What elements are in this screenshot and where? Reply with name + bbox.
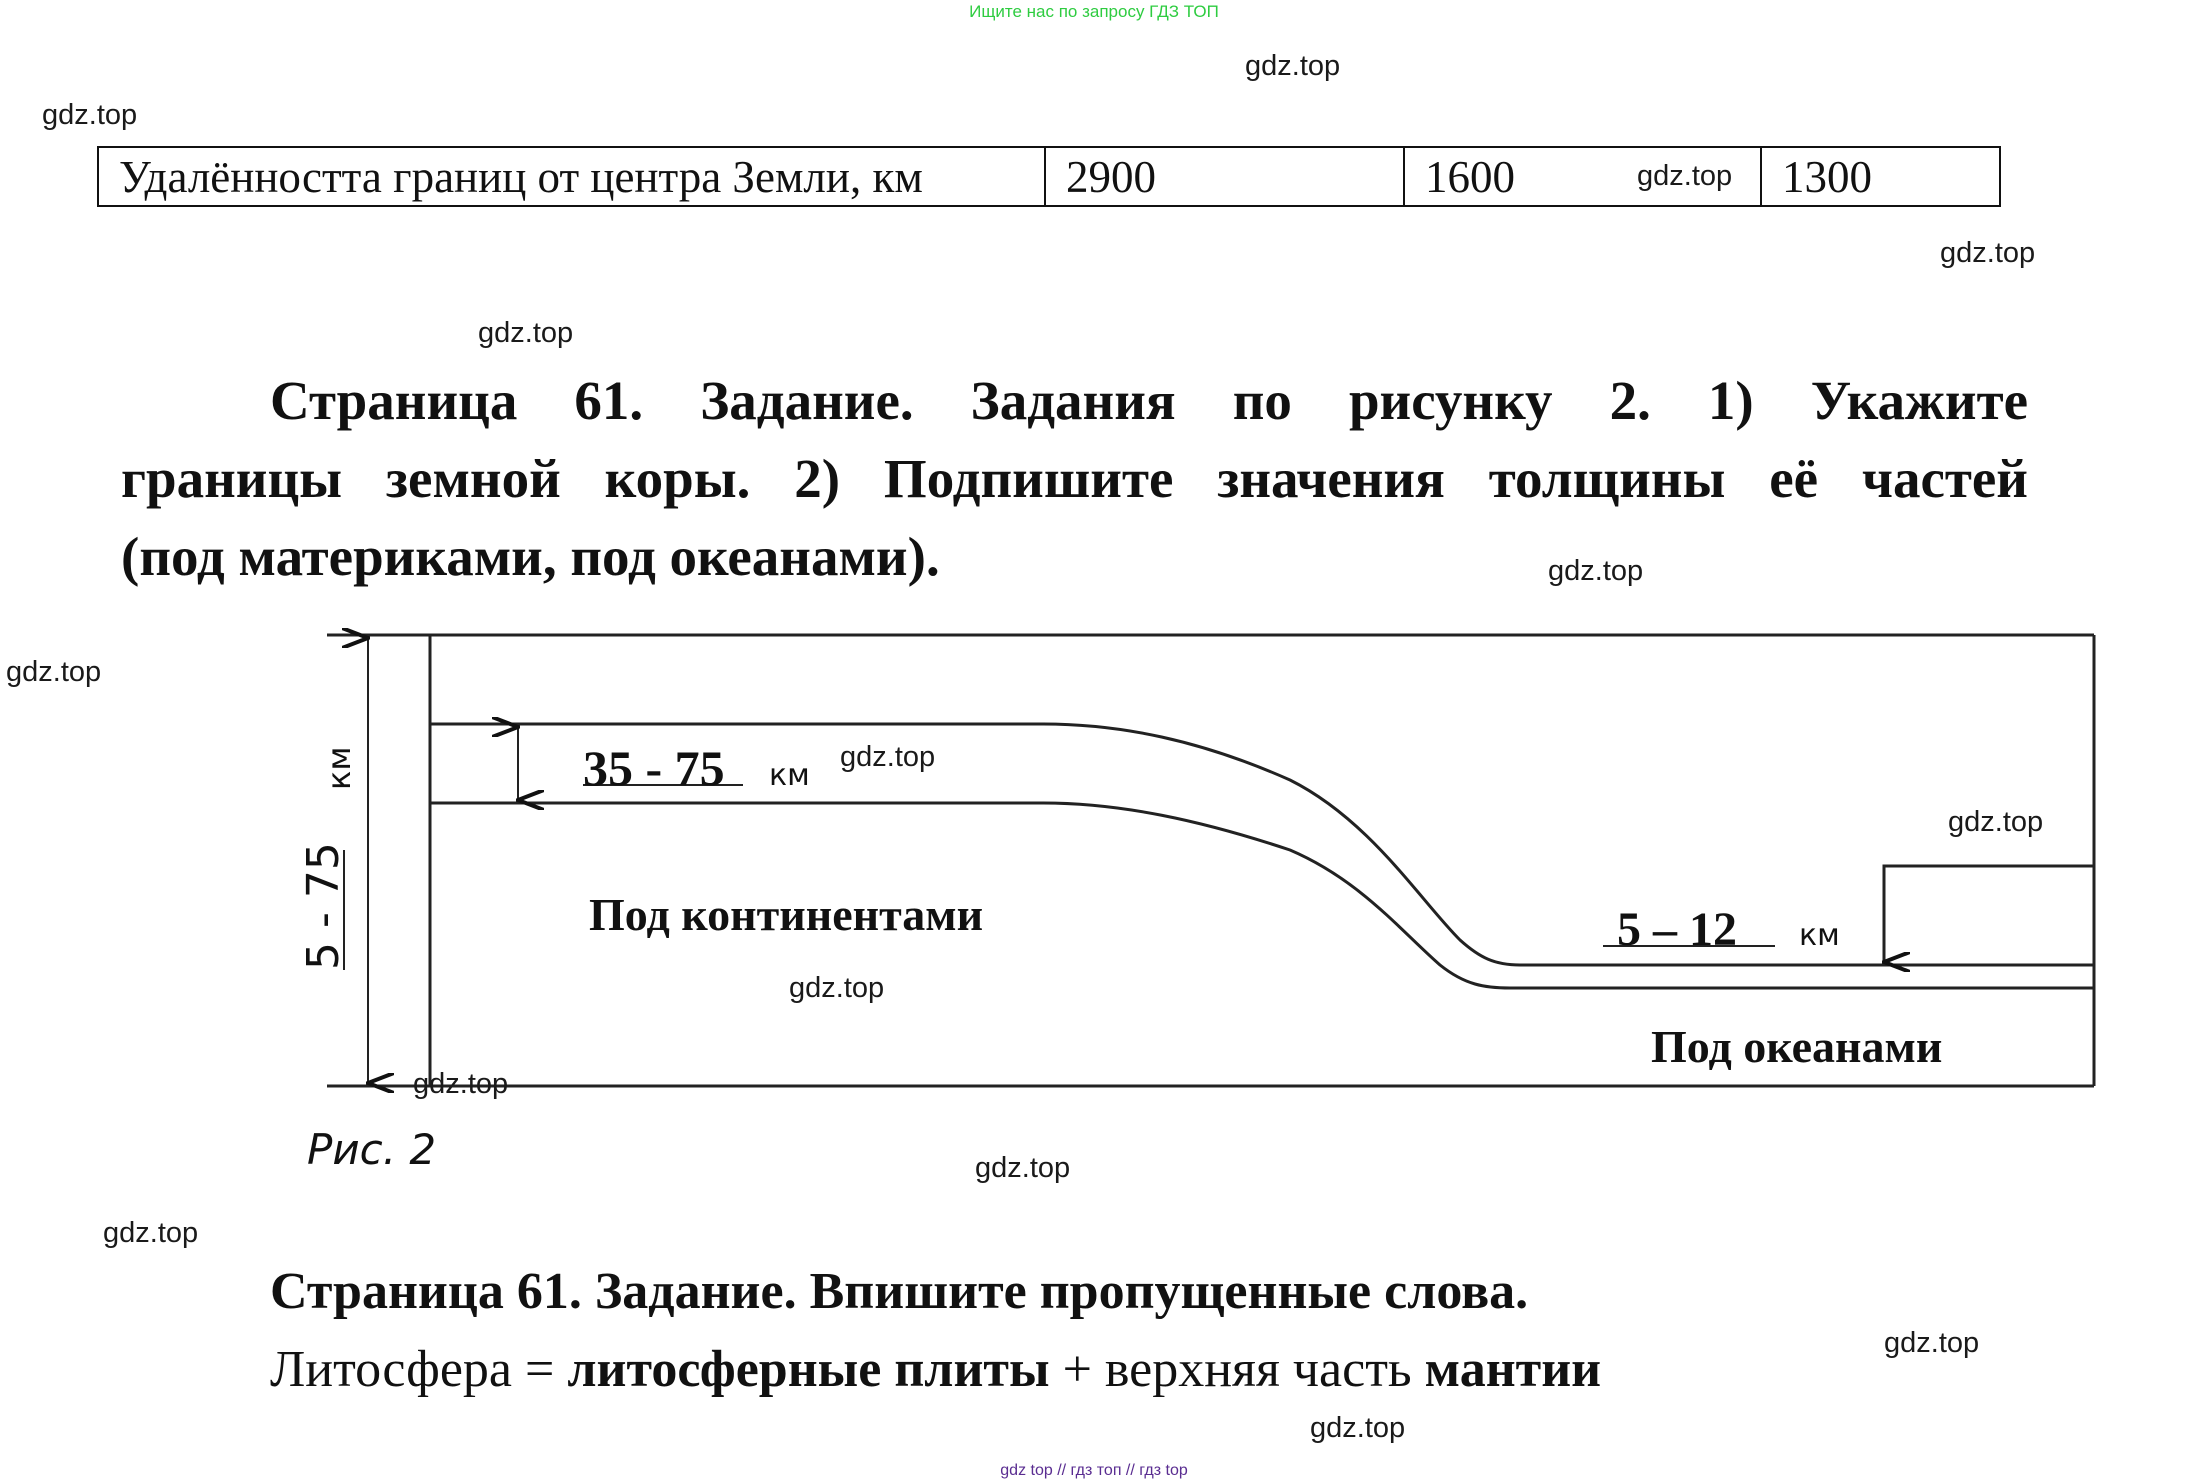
- figure-caption: Рис. 2: [307, 1125, 436, 1174]
- search-banner[interactable]: Ищите нас по запросу ГДЗ ТОП: [969, 2, 1219, 21]
- watermark: gdz.top: [6, 656, 102, 688]
- watermark: gdz.top: [478, 317, 574, 349]
- oceanic-label: Под океанами: [1651, 1021, 1942, 1072]
- watermark: gdz.top: [1245, 50, 1341, 82]
- oceanic-thickness: 5 – 12: [1617, 903, 1737, 956]
- total-unit: км: [320, 747, 358, 790]
- watermark: gdz.top: [840, 741, 936, 773]
- ocean-box: [1882, 864, 2094, 965]
- table-label-cell: Удалёнността границ от центра Земли, км: [97, 146, 1046, 207]
- crust-top-line: [430, 722, 2094, 967]
- answer-word: мантии: [1424, 1341, 1602, 1398]
- crust-bottom-line: [430, 801, 2094, 990]
- watermark: gdz.top: [1637, 160, 1733, 192]
- task1-line: Страница 61. Задание. Задания по рисунку…: [270, 370, 2028, 431]
- continental-unit: км: [769, 758, 810, 793]
- watermark: gdz.top: [103, 1217, 199, 1249]
- watermark: gdz.top: [1940, 237, 2036, 269]
- task1-line: границы земной коры. 2) Подпишите значен…: [121, 448, 2028, 509]
- total-range: 5 - 75: [298, 842, 349, 970]
- watermark: gdz.top: [1548, 555, 1644, 587]
- distance-table: Удалёнността границ от центра Земли, км …: [97, 146, 2001, 207]
- watermark: gdz.top: [975, 1152, 1071, 1184]
- table-value-cell: 1600: [1403, 146, 1762, 207]
- answer-word: литосферные плиты: [567, 1341, 1050, 1398]
- footer-links[interactable]: gdz top // гдз топ // гдз top: [1000, 1462, 1188, 1479]
- table-value-cell: 1300: [1760, 146, 2001, 207]
- text-part: + верхняя часть: [1049, 1341, 1425, 1398]
- watermark: gdz.top: [413, 1068, 509, 1100]
- table-value-cell: 2900: [1044, 146, 1405, 207]
- task1-text: Страница 61. Задание. Задания по рисунку…: [121, 362, 2028, 596]
- watermark: gdz.top: [789, 972, 885, 1004]
- table-row: Удалёнността границ от центра Земли, км …: [97, 146, 2001, 207]
- task2-heading: Страница 61. Задание. Впишите пропущенны…: [270, 1263, 1529, 1320]
- oceanic-unit: км: [1799, 918, 1840, 953]
- task1-line: (под материками, под океанами).: [121, 526, 940, 587]
- continental-thickness: 35 - 75: [583, 740, 725, 796]
- continental-label: Под континентами: [589, 889, 983, 940]
- text-part: Литосфера =: [270, 1341, 568, 1398]
- watermark: gdz.top: [1948, 806, 2044, 838]
- watermark: gdz.top: [1884, 1327, 1980, 1359]
- task2-answer-line: Литосфера = литосферные плиты + верхняя …: [270, 1340, 1601, 1399]
- watermark: gdz.top: [42, 99, 138, 131]
- watermark: gdz.top: [1310, 1412, 1406, 1444]
